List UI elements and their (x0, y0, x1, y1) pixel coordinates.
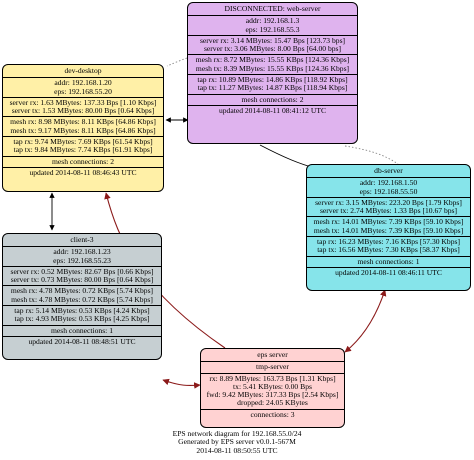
mesh-connections: mesh connections: 2 (188, 93, 357, 105)
dropped-value: dropped: 24.05 KBytes (237, 398, 308, 408)
diagram-caption: EPS network diagram for 192.168.55.0/24 … (0, 429, 474, 455)
mesh-connections: mesh connections: 1 (3, 324, 161, 336)
mesh-tx: mesh tx: 14.01 MBytes: 7.39 KBps [59.10 … (313, 225, 464, 235)
node-eps-server[interactable]: eps server tmp-server rx: 8.89 MBytes: 1… (200, 348, 345, 428)
mesh-stats: mesh rx: 4.78 MBytes: 0.72 KBps [5.74 Kb… (3, 285, 161, 305)
mesh-tx: mesh tx: 9.17 MBytes: 8.11 KBps [64.86 K… (10, 125, 156, 135)
address-section: addr: 192.168.1.20 eps: 192.168.55.20 (3, 77, 163, 97)
server-stats: server rx: 3.14 MBytes: 15.47 Bps [123.7… (188, 34, 357, 55)
edge-db-eps (344, 289, 387, 353)
mesh-stats: mesh rx: 8.98 MBytes: 8.11 KBps [64.86 K… (3, 116, 163, 136)
server-tx: server tx: 3.06 MBytes: 8.00 Bps [64.00 … (203, 44, 342, 54)
server-stats: server rx: 3.15 MBytes: 223.20 Bps [1.79… (307, 196, 470, 217)
mesh-rx: mesh rx: 4.78 MBytes: 0.72 KBps [5.74 Kb… (10, 286, 154, 296)
server-rx: server rx: 0.52 MBytes: 82.67 Bps [0.66 … (10, 266, 154, 276)
server-stats: server rx: 1.63 MBytes: 137.33 Bps [1.10… (3, 96, 163, 117)
node-title: DISCONNECTED: web-server (224, 4, 321, 13)
node-web-server[interactable]: DISCONNECTED: web-server addr: 192.168.1… (187, 2, 358, 144)
tap-tx: tap tx: 4.93 MBytes: 0.53 KBps [4.25 Kbp… (14, 314, 150, 324)
address-section: addr: 192.168.1.3 eps: 192.168.55.3 (188, 15, 357, 35)
edge-client-eps (162, 378, 201, 389)
addr-value: addr: 192.168.1.23 (53, 247, 111, 257)
addr-value: addr: 192.168.1.50 (359, 178, 418, 188)
mesh-rx: mesh rx: 8.72 MBytes: 15.55 KBps [124.36… (195, 55, 350, 65)
tap-stats: tap rx: 5.14 MBytes: 0.53 KBps [4.24 Kbp… (3, 305, 161, 325)
tap-stats: tap rx: 9.74 MBytes: 7.69 KBps [61.54 Kb… (3, 136, 163, 156)
mesh-rx: mesh rx: 8.98 MBytes: 8.11 KBps [64.86 K… (10, 117, 156, 127)
caption-line-2: Generated by EPS server v0.0.1-567M (178, 437, 296, 447)
node-title: eps server (257, 350, 288, 359)
updated-timestamp: updated 2014-08-11 08:41:12 UTC (188, 104, 357, 116)
server-tx: server tx: 0.73 MBytes: 80.00 Bps [0.64 … (10, 275, 154, 285)
edge-web-db-mesh (259, 144, 316, 170)
node-db-server[interactable]: db-server addr: 192.168.1.50 eps: 192.16… (306, 164, 471, 291)
node-title: db-server (374, 166, 403, 175)
node-subtitle: tmp-server (201, 361, 344, 372)
tap-rx: tap rx: 10.89 MBytes: 14.86 KBps [118.92… (197, 75, 348, 85)
mesh-stats: mesh rx: 8.72 MBytes: 15.55 KBps [124.36… (188, 54, 357, 74)
caption-line-1: EPS network diagram for 192.168.55.0/24 (172, 429, 302, 438)
eps-value: eps: 192.168.55.23 (53, 255, 111, 265)
eps-value: eps: 192.168.55.3 (245, 24, 300, 34)
node-title: client-3 (70, 235, 94, 244)
server-tx: server tx: 2.74 MBytes: 1.33 Bps [10.67 … (319, 206, 458, 216)
mesh-tx: mesh tx: 8.39 MBytes: 15.55 KBps [124.36… (195, 63, 350, 73)
mesh-connections: mesh connections: 2 (3, 155, 163, 167)
node-dev-desktop[interactable]: dev-desktop addr: 192.168.1.20 eps: 192.… (2, 64, 164, 192)
caption-line-3: 2014-08-11 08:50:55 UTC (196, 445, 278, 455)
eps-value: eps: 192.168.55.50 (359, 186, 418, 196)
tap-stats: tap rx: 16.23 MBytes: 7.16 KBps [57.30 K… (307, 236, 470, 256)
tap-rx: tap rx: 5.14 MBytes: 0.53 KBps [4.24 Kbp… (14, 306, 150, 316)
addr-value: addr: 192.168.1.3 (245, 16, 300, 26)
tap-tx: tap tx: 16.56 MBytes: 7.30 KBps [58.37 K… (317, 245, 460, 255)
updated-timestamp: updated 2014-08-11 08:48:51 UTC (3, 335, 161, 347)
node-title: dev-desktop (64, 66, 102, 75)
address-section: addr: 192.168.1.50 eps: 192.168.55.50 (307, 177, 470, 197)
edge-web-db-dotted (344, 145, 399, 165)
fwd-value: fwd: 9.42 MBytes: 317.33 Bps [2.54 Kbps] (206, 390, 339, 400)
tap-tx: tap tx: 11.27 MBytes: 14.87 KBps [118.94… (197, 83, 348, 93)
traffic-stats: rx: 8.89 MBytes: 163.73 Bps [1.31 Kbps] … (201, 372, 344, 409)
address-section: addr: 192.168.1.23 eps: 192.168.55.23 (3, 246, 161, 266)
mesh-rx: mesh rx: 14.01 MBytes: 7.39 KBps [59.10 … (313, 217, 464, 227)
rx-value: rx: 8.89 MBytes: 163.73 Bps [1.31 Kbps] (209, 373, 336, 383)
mesh-tx: mesh tx: 4.78 MBytes: 0.72 KBps [5.74 Kb… (11, 294, 153, 304)
tap-stats: tap rx: 10.89 MBytes: 14.86 KBps [118.92… (188, 74, 357, 94)
mesh-connections: mesh connections: 1 (307, 255, 470, 267)
server-rx: server rx: 1.63 MBytes: 137.33 Bps [1.10… (9, 97, 157, 107)
node-client-3[interactable]: client-3 addr: 192.168.1.23 eps: 192.168… (2, 233, 162, 360)
server-rx: server rx: 3.14 MBytes: 15.47 Bps [123.7… (199, 35, 346, 45)
mesh-stats: mesh rx: 14.01 MBytes: 7.39 KBps [59.10 … (307, 216, 470, 236)
server-stats: server rx: 0.52 MBytes: 82.67 Bps [0.66 … (3, 265, 161, 286)
addr-value: addr: 192.168.1.20 (54, 78, 112, 88)
updated-timestamp: updated 2014-08-11 08:46:11 UTC (307, 266, 470, 278)
server-rx: server rx: 3.15 MBytes: 223.20 Bps [1.79… (315, 197, 462, 207)
tap-rx: tap rx: 16.23 MBytes: 7.16 KBps [57.30 K… (316, 237, 460, 247)
edge-web-dev-dotted (166, 57, 188, 67)
connections-count: connections: 3 (201, 408, 344, 420)
tx-value: tx: 5.41 KBytes: 0.00 Bps (233, 381, 312, 391)
server-tx: server tx: 1.53 MBytes: 80.00 Bps [0.64 … (11, 106, 155, 116)
eps-value: eps: 192.168.55.20 (54, 86, 112, 96)
tap-tx: tap tx: 9.84 MBytes: 7.74 KBps [61.91 Kb… (13, 145, 153, 155)
tap-rx: tap rx: 9.74 MBytes: 7.69 KBps [61.54 Kb… (13, 137, 153, 147)
updated-timestamp: updated 2014-08-11 08:46:43 UTC (3, 166, 163, 178)
